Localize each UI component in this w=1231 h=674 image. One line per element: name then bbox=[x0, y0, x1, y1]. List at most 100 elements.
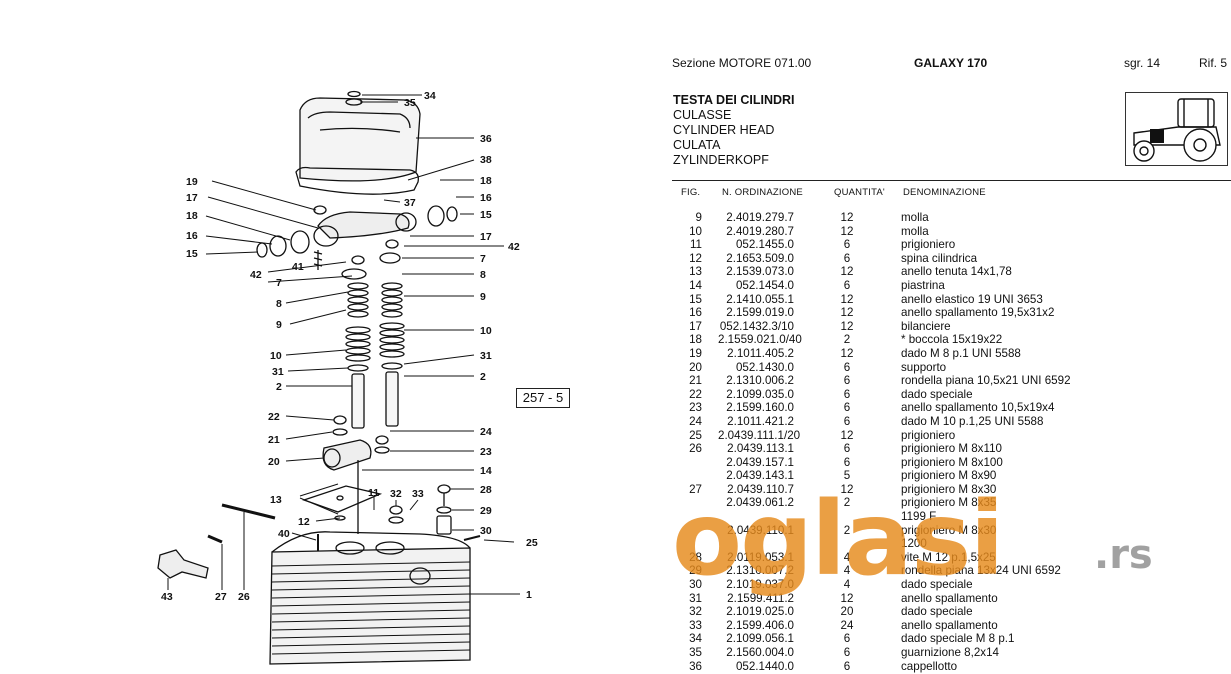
row-fig: 25 bbox=[689, 428, 702, 442]
callout-18-right: 18 bbox=[480, 175, 492, 187]
callout-21: 21 bbox=[268, 434, 280, 446]
row-quantity: 6 bbox=[843, 278, 851, 292]
row-order-number: 052.1454.0 bbox=[735, 278, 794, 292]
row-order-number: 052.1430.0 bbox=[735, 360, 794, 374]
row-description: dado speciale bbox=[901, 605, 973, 619]
row-description: prigioniero M 8x90 bbox=[901, 469, 997, 483]
figure-reference-box: 257 - 5 bbox=[516, 388, 570, 408]
callout-17-left: 17 bbox=[186, 192, 198, 204]
row-fig: 22 bbox=[689, 387, 702, 401]
row-order-number: 2.1653.509.0 bbox=[726, 251, 794, 265]
callout-15-left: 15 bbox=[186, 248, 198, 260]
row-quantity: 6 bbox=[843, 238, 851, 252]
row-fig: 27 bbox=[689, 482, 702, 496]
row-quantity: 6 bbox=[843, 455, 851, 469]
row-order-number: 2.1011.405.2 bbox=[727, 346, 794, 360]
row-order-number: 2.1559.021.0/40 bbox=[718, 333, 802, 347]
watermark-suffix: .rs bbox=[1094, 532, 1153, 578]
row-order-number: 2.0439.157.1 bbox=[726, 455, 794, 469]
row-order-number: 2.1011.421.2 bbox=[727, 414, 794, 428]
callout-13: 13 bbox=[270, 494, 282, 506]
callout-30: 30 bbox=[480, 525, 492, 537]
exploded-diagram: 34 35 36 38 37 19 17 18 16 15 18 16 15 1… bbox=[157, 90, 538, 665]
row-order-number: 2.1599.406.0 bbox=[726, 618, 794, 632]
row-order-number: 2.1599.160.0 bbox=[726, 401, 794, 415]
row-order-number: 2.1310.006.2 bbox=[726, 374, 794, 388]
row-order-number: 2.0439.113.1 bbox=[727, 442, 794, 456]
row-fig: 17 bbox=[689, 319, 702, 333]
row-order-number: 2.0439.143.1 bbox=[726, 469, 794, 483]
callout-22: 22 bbox=[268, 411, 280, 423]
row-fig: 19 bbox=[689, 346, 702, 360]
row-description: 1199 F bbox=[901, 510, 937, 524]
row-description: dado speciale bbox=[901, 387, 973, 401]
row-description: prigioniero M 8x100 bbox=[901, 455, 1003, 469]
row-fig: 9 bbox=[695, 211, 702, 224]
title-german: ZYLINDERKOPF bbox=[673, 153, 769, 167]
row-fig: 32 bbox=[689, 605, 702, 619]
callout-31-right: 31 bbox=[480, 350, 492, 362]
row-quantity: 2 bbox=[843, 333, 851, 347]
row-order-number: 2.0119.053.1 bbox=[727, 550, 794, 564]
row-fig: 18 bbox=[689, 333, 702, 347]
row-order-number: 2.4019.279.7 bbox=[726, 211, 794, 224]
table-row: 1199 F bbox=[672, 510, 1231, 524]
row-description: molla bbox=[901, 211, 929, 224]
callout-8-right: 8 bbox=[480, 269, 486, 281]
title-french: CULASSE bbox=[673, 108, 732, 122]
row-description: prigioniero M 8x30 bbox=[901, 523, 997, 537]
table-row: 1200 bbox=[672, 537, 1231, 551]
row-description: dado M 8 p.1 UNI 5588 bbox=[901, 346, 1021, 360]
table-row: 2.0439.157.1 6 prigioniero M 8x100 bbox=[672, 456, 1231, 470]
page-title-block: TESTA DEI CILINDRI CULASSE CYLINDER HEAD… bbox=[673, 93, 795, 168]
row-order-number: 2.0439.110.7 bbox=[727, 482, 794, 496]
callout-35: 35 bbox=[404, 97, 416, 109]
callout-42-left: 42 bbox=[250, 269, 262, 281]
callout-34: 34 bbox=[424, 90, 436, 102]
row-order-number: 2.0439.110.1 bbox=[727, 523, 794, 537]
row-order-number: 2.1019.025.0 bbox=[726, 605, 794, 619]
callout-15-right: 15 bbox=[480, 209, 492, 221]
callout-17-right: 17 bbox=[480, 231, 492, 243]
row-quantity: 12 bbox=[840, 292, 854, 306]
callout-26: 26 bbox=[238, 591, 250, 603]
callout-24: 24 bbox=[480, 426, 492, 438]
row-fig: 36 bbox=[689, 659, 702, 673]
row-description: guarnizione 8,2x14 bbox=[901, 646, 999, 659]
row-description: dado M 10 p.1,25 UNI 5588 bbox=[901, 414, 1044, 428]
reference-number: Rif. 5 bbox=[1199, 56, 1228, 70]
row-order-number: 052.1440.0 bbox=[735, 659, 794, 673]
callout-23: 23 bbox=[480, 446, 492, 458]
callout-27: 27 bbox=[215, 591, 227, 603]
row-fig: 35 bbox=[689, 646, 702, 659]
row-order-number: 2.1310.007.2 bbox=[726, 564, 794, 578]
row-quantity: 6 bbox=[843, 632, 851, 646]
row-description: anello spallamento bbox=[901, 591, 998, 605]
row-description: dado speciale bbox=[901, 578, 973, 592]
title-italian: TESTA DEI CILINDRI bbox=[673, 93, 795, 107]
row-fig: 31 bbox=[689, 591, 702, 605]
row-quantity: 12 bbox=[840, 224, 854, 238]
callout-18-left: 18 bbox=[186, 210, 198, 222]
row-fig: 11 bbox=[689, 238, 702, 252]
row-order-number: 052.1432.3/10 bbox=[719, 319, 794, 333]
row-fig: 24 bbox=[689, 414, 702, 428]
callout-28: 28 bbox=[480, 484, 492, 496]
row-quantity: 6 bbox=[843, 442, 851, 456]
row-description: prigioniero M 8x30 bbox=[901, 482, 997, 496]
row-description: spina cilindrica bbox=[901, 251, 978, 265]
callout-7-right: 7 bbox=[480, 253, 486, 265]
row-fig: 12 bbox=[689, 251, 702, 265]
